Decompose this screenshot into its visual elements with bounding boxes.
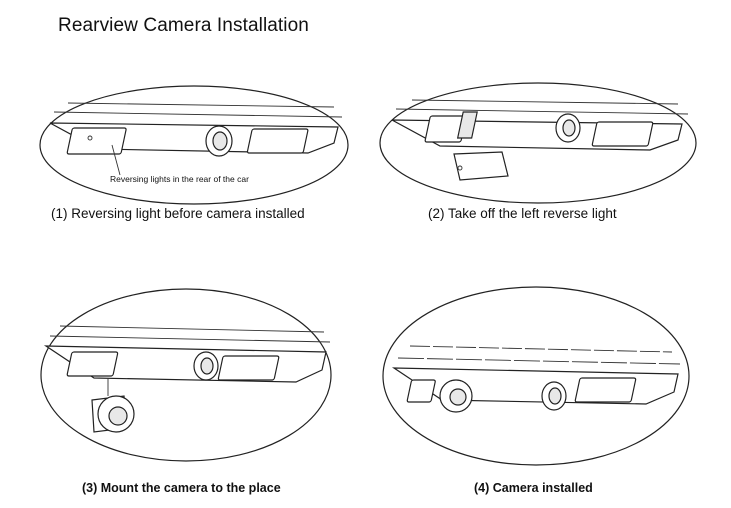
- removed-reverse-light: [453, 151, 509, 181]
- reverse-light-right: [217, 355, 280, 381]
- reverse-light-right: [591, 121, 654, 147]
- camera-mount: [406, 379, 436, 403]
- reverse-light-right: [246, 128, 309, 154]
- step-2-illustration: [379, 82, 697, 204]
- step-3-illustration: [40, 288, 332, 462]
- step-2-caption: (2) Take off the left reverse light: [428, 206, 617, 221]
- step-1-ellipse: [39, 85, 349, 205]
- reverse-light-left: [66, 127, 127, 155]
- step-1-illustration: Reversing lights in the rear of the car: [39, 85, 349, 205]
- step-2-ellipse: [379, 82, 697, 204]
- page-title: Rearview Camera Installation: [58, 15, 309, 36]
- step-3-panel: [38, 286, 336, 468]
- step-3-caption: (3) Mount the camera to the place: [82, 481, 281, 495]
- step-3-ellipse: [40, 288, 332, 462]
- bumper-panel: [391, 367, 679, 405]
- annotation-reversing-lights: Reversing lights in the rear of the car: [110, 174, 249, 184]
- step-2-panel: [378, 80, 698, 206]
- reverse-light-right: [574, 377, 637, 403]
- step-4-illustration: [382, 286, 690, 466]
- step-1-panel: Reversing lights in the rear of the car: [38, 83, 350, 209]
- light-cavity: [66, 351, 119, 377]
- step-4-caption: (4) Camera installed: [474, 481, 593, 495]
- camera-lens: [108, 406, 128, 426]
- step-1-caption: (1) Reversing light before camera instal…: [51, 206, 305, 221]
- step-4-ellipse: [382, 286, 690, 466]
- step-4-panel: [380, 284, 694, 470]
- camera-lens: [449, 388, 467, 406]
